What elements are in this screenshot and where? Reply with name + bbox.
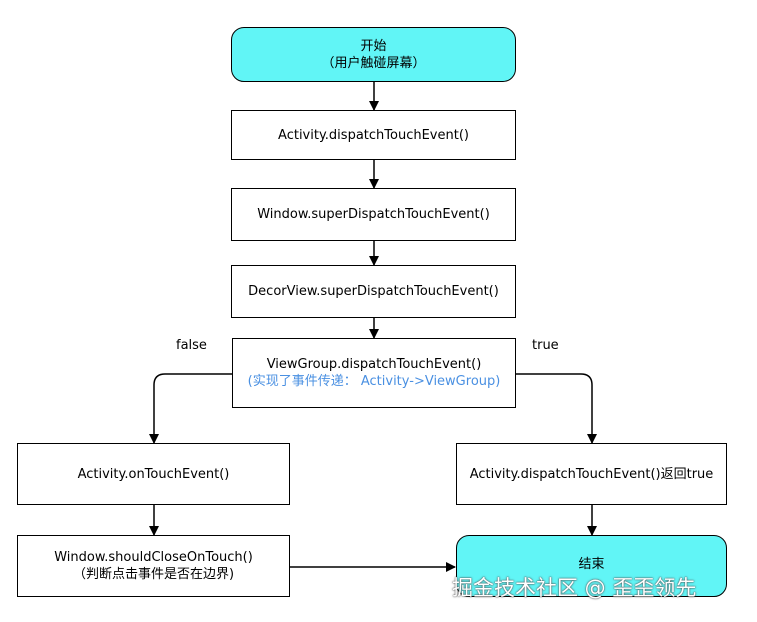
start-node-subtitle: （用户触碰屏幕） (321, 55, 426, 71)
true-branch-label: true (532, 338, 559, 353)
window-super-dispatch-node: Window.superDispatchTouchEvent() (231, 188, 516, 241)
viewgroup-dispatch-note: (实现了事件传递： Activity->ViewGroup) (247, 374, 501, 389)
false-branch-label: false (176, 338, 207, 353)
start-node: 开始 （用户触碰屏幕） (231, 27, 516, 82)
window-super-dispatch-label: Window.superDispatchTouchEvent() (257, 207, 490, 222)
edge-viewgroup-false-branch (149, 373, 232, 444)
end-node: 结束 (456, 535, 727, 597)
activity-dispatch-node: Activity.dispatchTouchEvent() (231, 110, 516, 160)
edge-viewgroup-true-branch (516, 373, 597, 444)
start-node-title: 开始 (360, 38, 387, 54)
window-shouldclose-node: Window.shouldCloseOnTouch() （判断点击事件是否在边界… (17, 535, 290, 597)
viewgroup-dispatch-label: ViewGroup.dispatchTouchEvent() (266, 357, 482, 372)
window-shouldclose-note: （判断点击事件是否在边界) (72, 567, 235, 582)
activity-ontouch-label: Activity.onTouchEvent() (77, 466, 230, 482)
activity-dispatch-true-node: Activity.dispatchTouchEvent()返回true (456, 443, 727, 505)
activity-dispatch-label: Activity.dispatchTouchEvent() (278, 127, 469, 143)
activity-dispatch-true-label: Activity.dispatchTouchEvent()返回true (469, 466, 714, 482)
watermark: 掘金技术社区 @ 歪歪领先 (452, 576, 697, 600)
decorview-super-dispatch-label: DecorView.superDispatchTouchEvent() (248, 284, 499, 299)
decorview-super-dispatch-node: DecorView.superDispatchTouchEvent() (231, 265, 516, 318)
activity-ontouch-node: Activity.onTouchEvent() (17, 443, 290, 505)
viewgroup-dispatch-node: ViewGroup.dispatchTouchEvent() (实现了事件传递：… (232, 338, 516, 408)
end-node-label: 结束 (578, 557, 605, 572)
window-shouldclose-label: Window.shouldCloseOnTouch() (54, 550, 253, 565)
